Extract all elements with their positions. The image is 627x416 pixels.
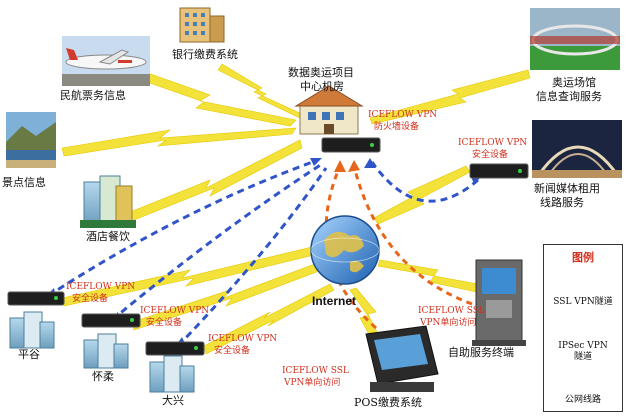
ipsec-tunnel-huairou bbox=[111, 162, 323, 322]
data-center-building-icon bbox=[294, 85, 364, 135]
bank-label: 银行缴费系统 bbox=[172, 48, 238, 61]
pinggu-buildings-icon bbox=[9, 311, 55, 349]
kiosk-ssl-label1: ICEFLOW SSL bbox=[418, 306, 485, 316]
ssl-tunnel-kiosk bbox=[352, 165, 473, 306]
pos-ssl-label1: ICEFLOW SSL bbox=[282, 366, 349, 376]
media-device-label1: ICEFLOW VPN bbox=[458, 138, 528, 148]
kiosk-ssl-label2: VPN单向访问 bbox=[420, 318, 477, 328]
ipsec-arrow-pinggu-top bbox=[310, 158, 322, 166]
legend-public-label: 公网线路 bbox=[564, 395, 601, 405]
ssl-arrow-pos bbox=[334, 160, 346, 172]
public-line-hotel bbox=[129, 139, 303, 221]
media-label2: 线路服务 bbox=[540, 196, 584, 209]
internet-globe-icon bbox=[310, 215, 380, 285]
ipsec-tunnels bbox=[47, 158, 479, 348]
kiosk-label: 自助服务终端 bbox=[448, 346, 514, 359]
stadium-photo-icon bbox=[530, 8, 620, 70]
center-vpn-device-icon bbox=[321, 137, 381, 153]
ipsec-arrow-media-top bbox=[364, 158, 376, 168]
kiosk-terminal-icon bbox=[472, 259, 526, 346]
legend-ssl-label: SSL VPN隧道 bbox=[553, 297, 613, 307]
pos-terminal-icon bbox=[365, 325, 439, 392]
airline-label: 民航票务信息 bbox=[60, 89, 126, 102]
pinggu-vpn-device-icon bbox=[7, 291, 65, 306]
public-line-pos bbox=[349, 287, 381, 341]
huairou-device-label2: 安全设备 bbox=[146, 318, 183, 328]
ipsec-tunnel-media bbox=[370, 161, 479, 203]
media-arch-photo-icon bbox=[532, 120, 622, 178]
pos-ssl-label2: VPN单向访问 bbox=[284, 378, 341, 388]
pinggu-label: 平谷 bbox=[18, 348, 40, 361]
huairou-vpn-device-icon bbox=[81, 313, 141, 328]
ipsec-tunnel-pinggu bbox=[47, 158, 319, 298]
media-label1: 新闻媒体租用 bbox=[534, 182, 600, 195]
pos-label: POS缴费系统 bbox=[354, 396, 422, 409]
center-title-line2: 中心机房 bbox=[300, 80, 344, 93]
daxing-buildings-icon bbox=[149, 355, 195, 393]
bank-building-icon bbox=[179, 7, 225, 43]
stadium-label2: 信息查询服务 bbox=[536, 90, 602, 103]
daxing-vpn-device-icon bbox=[145, 341, 205, 356]
public-line-scenic bbox=[61, 127, 297, 157]
media-vpn-device-icon bbox=[469, 163, 529, 179]
legend-ipsec-label1: IPSec VPN bbox=[558, 341, 608, 351]
airplane-photo-icon bbox=[62, 36, 150, 86]
scenic-photo-icon bbox=[6, 112, 56, 168]
hotel-label: 酒店餐饮 bbox=[86, 230, 130, 243]
scenic-label: 景点信息 bbox=[2, 176, 46, 189]
ssl-arrow-kiosk bbox=[348, 160, 360, 172]
daxing-device-label1: ICEFLOW VPN bbox=[208, 334, 278, 344]
center-device-label1: ICEFLOW VPN bbox=[368, 110, 438, 120]
ipsec-tunnel-daxing bbox=[176, 167, 328, 348]
huairou-device-label1: ICEFLOW VPN bbox=[140, 306, 210, 316]
public-line-stadium bbox=[369, 69, 531, 125]
pinggu-device-label1: ICEFLOW VPN bbox=[66, 282, 136, 292]
center-device-label2: 防火墙设备 bbox=[374, 122, 420, 132]
huairou-label: 怀柔 bbox=[92, 370, 114, 383]
internet-label: Internet bbox=[312, 294, 357, 308]
center-title-line1: 数据奥运项目 bbox=[288, 66, 354, 79]
huairou-buildings-icon bbox=[83, 333, 129, 369]
stadium-label1: 奥运场馆 bbox=[552, 76, 596, 89]
legend-ipsec-label2: 隧道 bbox=[573, 352, 592, 362]
media-device-label2: 安全设备 bbox=[472, 150, 509, 160]
hotel-buildings-icon bbox=[80, 175, 136, 228]
ssl-arrowheads bbox=[334, 160, 360, 172]
legend-title: 图例 bbox=[572, 251, 594, 264]
public-line-daxing bbox=[203, 283, 335, 355]
public-line-kiosk bbox=[377, 259, 479, 293]
daxing-device-label2: 安全设备 bbox=[214, 346, 251, 356]
daxing-label: 大兴 bbox=[162, 394, 184, 407]
legend-box: 图例 SSL VPN隧道 IPSec VPN 隧道 公网线路 bbox=[543, 244, 623, 412]
pinggu-device-label2: 安全设备 bbox=[72, 294, 109, 304]
public-line-airline bbox=[140, 71, 297, 127]
